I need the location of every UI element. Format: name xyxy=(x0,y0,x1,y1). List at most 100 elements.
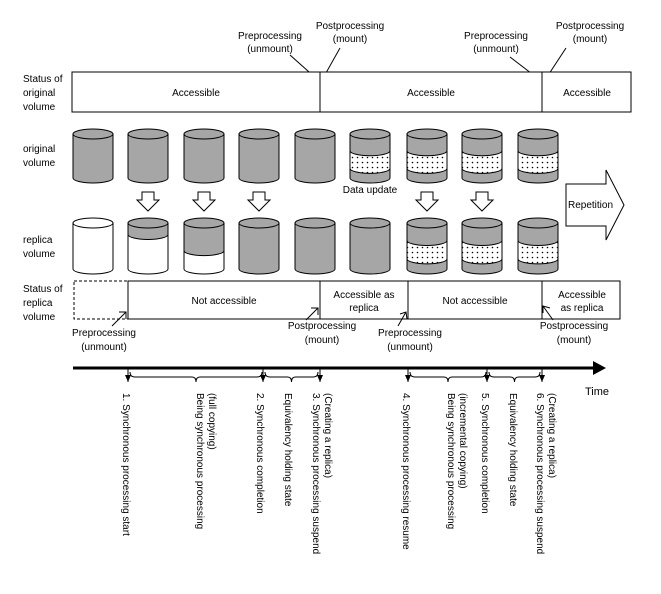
top-annotation-3-line1: Preprocessing xyxy=(464,31,528,42)
top-annotation-4-line2: (mount) xyxy=(573,34,607,45)
time-axis-arrowhead xyxy=(593,361,606,375)
replica-volume-cylinder-8 xyxy=(461,217,503,275)
bottom-annotation-postprocessing-2: Postprocessing (mount) xyxy=(540,321,608,346)
bottom-annotation-2-line2: (mount) xyxy=(305,335,339,346)
event-label-6: 4. Synchronous processing resume xyxy=(400,393,411,550)
event-label-5-line-1: 3. Synchronous processing suspend xyxy=(310,393,321,554)
original-volume-label-2: volume xyxy=(23,158,56,169)
event-label-1: 1. Synchronous processing start xyxy=(120,393,131,536)
replica-volume-cylinder-6 xyxy=(349,217,391,275)
bottom-annotation-4-line2: (mount) xyxy=(557,335,591,346)
top-annotation-preprocessing-1: Preprocessing (unmount) xyxy=(238,31,302,55)
replica-status-segment-4-line1: Accessible xyxy=(558,290,606,301)
bottom-annotation-preprocessing-2: Preprocessing (unmount) xyxy=(378,328,442,353)
bottom-annotation-arrows xyxy=(111,305,554,327)
replica-volume-cylinder-3 xyxy=(183,217,225,275)
bottom-annotation-1-line2: (unmount) xyxy=(81,342,127,353)
copy-arrow-5 xyxy=(469,191,495,212)
event-label-7: Being synchronous processing(incremental… xyxy=(445,393,468,529)
replica-status-initial-dashed xyxy=(73,280,129,320)
event-label-10-line-2: (Creating a replica) xyxy=(546,393,557,478)
replica-status-label-2: replica xyxy=(23,298,53,309)
copy-arrow-1 xyxy=(135,191,161,212)
original-status-label-2: original xyxy=(23,88,55,99)
event-label-10: 6. Synchronous processing suspend(Creati… xyxy=(534,393,557,554)
original-volume-cylinder-6 xyxy=(349,128,391,184)
bottom-annotation-4-line1: Postprocessing xyxy=(540,321,608,332)
replica-status-segment-1: Not accessible xyxy=(191,296,256,307)
replica-volume-cylinder-9 xyxy=(517,217,559,275)
bottom-annotation-postprocessing-1: Postprocessing (mount) xyxy=(288,321,356,346)
replica-volume-cylinder-1 xyxy=(72,217,114,275)
event-tick-arrow-6 xyxy=(539,375,545,382)
event-label-7-line-2: (incremental copying) xyxy=(457,393,468,489)
replica-volume-cylinder-5 xyxy=(294,217,336,275)
event-label-2: Being synchronous processing(full copyin… xyxy=(194,393,217,529)
replica-status-bar xyxy=(127,280,621,320)
original-volume-cylinder-1 xyxy=(72,128,114,184)
replica-status-segment-2-line1: Accessible as xyxy=(333,290,394,301)
event-tick-arrow-5 xyxy=(484,375,490,382)
replica-volume-cylinders xyxy=(72,217,559,275)
original-status-label-1: Status of xyxy=(23,74,63,85)
event-bracket-3 xyxy=(409,371,487,383)
event-label-1-line-1: 1. Synchronous processing start xyxy=(120,393,131,536)
event-label-9: Equivalency holding state xyxy=(507,393,518,507)
original-status-label: Status of original volume xyxy=(23,74,63,113)
bottom-annotation-2-line1: Postprocessing xyxy=(288,321,356,332)
replica-status-label-3: volume xyxy=(23,312,56,323)
event-tick-arrow-1 xyxy=(125,375,131,382)
original-volume-cylinder-2 xyxy=(127,128,169,184)
event-bracket-1 xyxy=(129,371,263,383)
event-bracket-4 xyxy=(488,371,541,383)
original-status-segment-1: Accessible xyxy=(172,88,220,99)
top-annotation-4-line1: Postprocessing xyxy=(556,21,624,32)
replica-volume-cylinder-2 xyxy=(127,217,169,275)
event-label-4-line-1: Equivalency holding state xyxy=(282,393,293,507)
event-label-10-line-1: 6. Synchronous processing suspend xyxy=(534,393,545,554)
bottom-annotation-preprocessing-1: Preprocessing (unmount) xyxy=(72,328,136,353)
copy-arrow-2 xyxy=(191,191,217,212)
event-bracket-2 xyxy=(264,371,319,383)
original-volume-cylinder-4 xyxy=(238,128,280,184)
event-label-5-line-2: (Creating a replica) xyxy=(322,393,333,478)
top-annotation-1-line1: Preprocessing xyxy=(238,31,302,42)
event-labels: 1. Synchronous processing start Being syn… xyxy=(120,393,557,554)
event-label-4: Equivalency holding state xyxy=(282,393,293,507)
event-ticks xyxy=(125,368,545,383)
event-label-5: 3. Synchronous processing suspend(Creati… xyxy=(310,393,333,554)
original-volume-cylinder-3 xyxy=(183,128,225,184)
copy-arrows xyxy=(135,191,495,212)
original-status-bar xyxy=(71,71,632,113)
event-tick-arrow-4 xyxy=(405,375,411,382)
event-tick-arrow-2 xyxy=(260,375,266,382)
replica-volume-cylinder-4 xyxy=(238,217,280,275)
event-label-3: 2. Synchronous completion xyxy=(254,393,265,514)
original-volume-cylinder-9 xyxy=(517,128,559,184)
original-volume-cylinder-8 xyxy=(461,128,503,184)
bottom-annotation-3-line2: (unmount) xyxy=(387,342,433,353)
event-label-3-line-1: 2. Synchronous completion xyxy=(254,393,265,514)
top-annotation-2-line2: (mount) xyxy=(333,34,367,45)
replica-volume-label-2: volume xyxy=(23,249,56,260)
top-annotation-preprocessing-2: Preprocessing (unmount) xyxy=(464,31,528,55)
event-label-6-line-1: 4. Synchronous processing resume xyxy=(400,393,411,550)
original-volume-cylinder-7 xyxy=(406,128,448,184)
top-annotation-3-line2: (unmount) xyxy=(473,44,519,55)
replica-volume-cylinder-7 xyxy=(406,217,448,275)
original-status-segment-2: Accessible xyxy=(407,88,455,99)
original-volume-cylinders xyxy=(72,128,559,184)
bottom-annotation-1-line1: Preprocessing xyxy=(72,328,136,339)
event-label-7-line-1: Being synchronous processing xyxy=(445,393,456,529)
bottom-annotation-3-line1: Preprocessing xyxy=(378,328,442,339)
repetition-arrow: Repetition xyxy=(565,169,625,241)
copy-arrow-4 xyxy=(414,191,440,212)
event-label-2-line-1: Being synchronous processing xyxy=(194,393,205,529)
top-annotation-2-line1: Postprocessing xyxy=(316,21,384,32)
top-annotation-postprocessing-2: Postprocessing (mount) xyxy=(556,21,624,45)
time-label: Time xyxy=(585,386,609,398)
event-tick-arrow-3 xyxy=(317,375,323,382)
repetition-label: Repetition xyxy=(568,200,613,211)
